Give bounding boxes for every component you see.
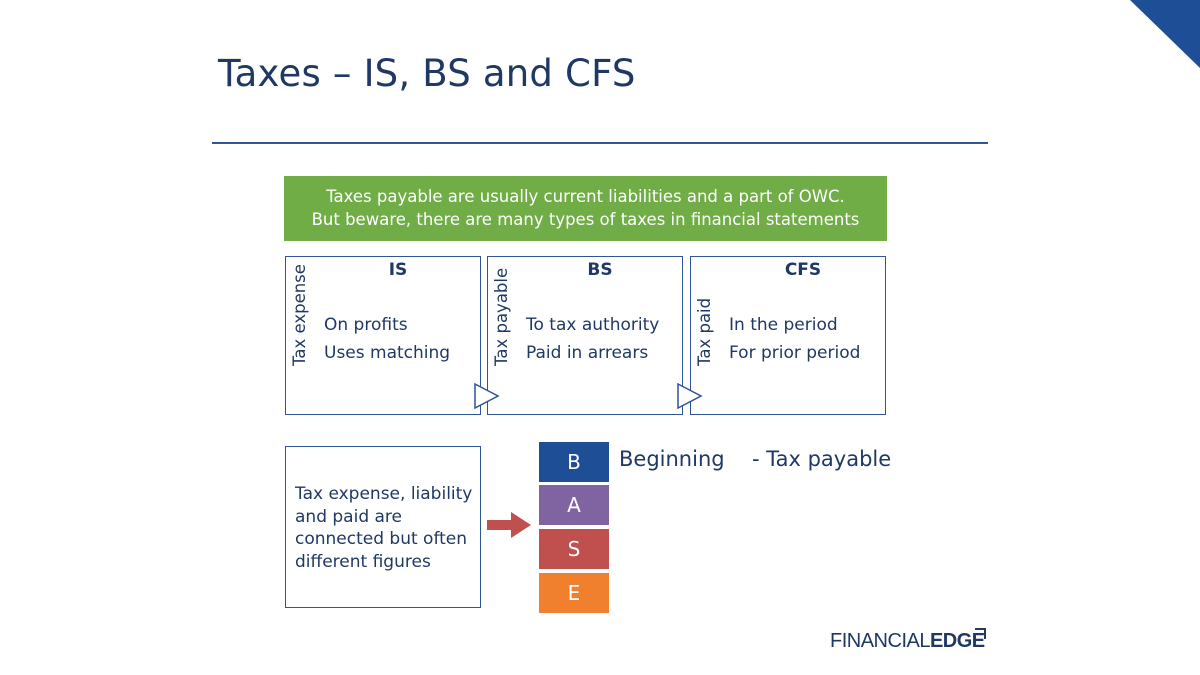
chevron-connector-icon xyxy=(474,383,500,409)
financial-edge-logo: FINANCIALEDGE xyxy=(830,628,986,653)
summary-banner: Taxes payable are usually current liabil… xyxy=(284,176,887,241)
title-divider xyxy=(212,142,988,144)
panel-line: In the period xyxy=(729,315,838,335)
logo-part-1: FINANCIAL xyxy=(830,630,930,652)
slide-title: Taxes – IS, BS and CFS xyxy=(218,52,636,95)
base-sublabel: - Tax payable xyxy=(752,447,892,471)
note-box: Tax expense, liability and paid are conn… xyxy=(285,446,481,608)
panel-line: Paid in arrears xyxy=(526,343,649,363)
panel-side-label: Tax payable xyxy=(492,267,511,366)
panel-line: For prior period xyxy=(729,343,861,363)
panel-line: To tax authority xyxy=(526,315,660,335)
panel-side-label: Tax expense xyxy=(290,264,309,366)
panel-heading: CFS xyxy=(784,260,822,280)
panel-balance-sheet: Tax payable BS To tax authority Paid in … xyxy=(487,256,683,415)
logo-part-2: EDGE xyxy=(929,630,985,652)
panel-side-label: Tax paid xyxy=(695,297,714,366)
base-letter-e: E xyxy=(539,573,609,613)
banner-line-2: But beware, there are many types of taxe… xyxy=(311,210,860,229)
note-text: Tax expense, liability and paid are conn… xyxy=(295,484,473,572)
panel-cash-flow-statement: Tax paid CFS In the period For prior per… xyxy=(690,256,886,415)
panel-line: On profits xyxy=(324,315,408,335)
logo-corner-icon xyxy=(975,628,986,639)
right-arrow-icon xyxy=(487,512,531,538)
base-letter-a: A xyxy=(539,485,609,525)
panel-income-statement: Tax expense IS On profits Uses matching xyxy=(285,256,481,415)
base-letter-b: B xyxy=(539,442,609,482)
base-letter-s: S xyxy=(539,529,609,569)
corner-decoration xyxy=(1130,0,1200,68)
panel-heading: IS xyxy=(388,260,408,280)
panel-line: Uses matching xyxy=(324,343,451,363)
panel-heading: BS xyxy=(587,260,613,280)
chevron-connector-icon xyxy=(677,383,703,409)
banner-line-1: Taxes payable are usually current liabil… xyxy=(326,187,845,206)
base-label-beginning: Beginning xyxy=(619,447,725,471)
